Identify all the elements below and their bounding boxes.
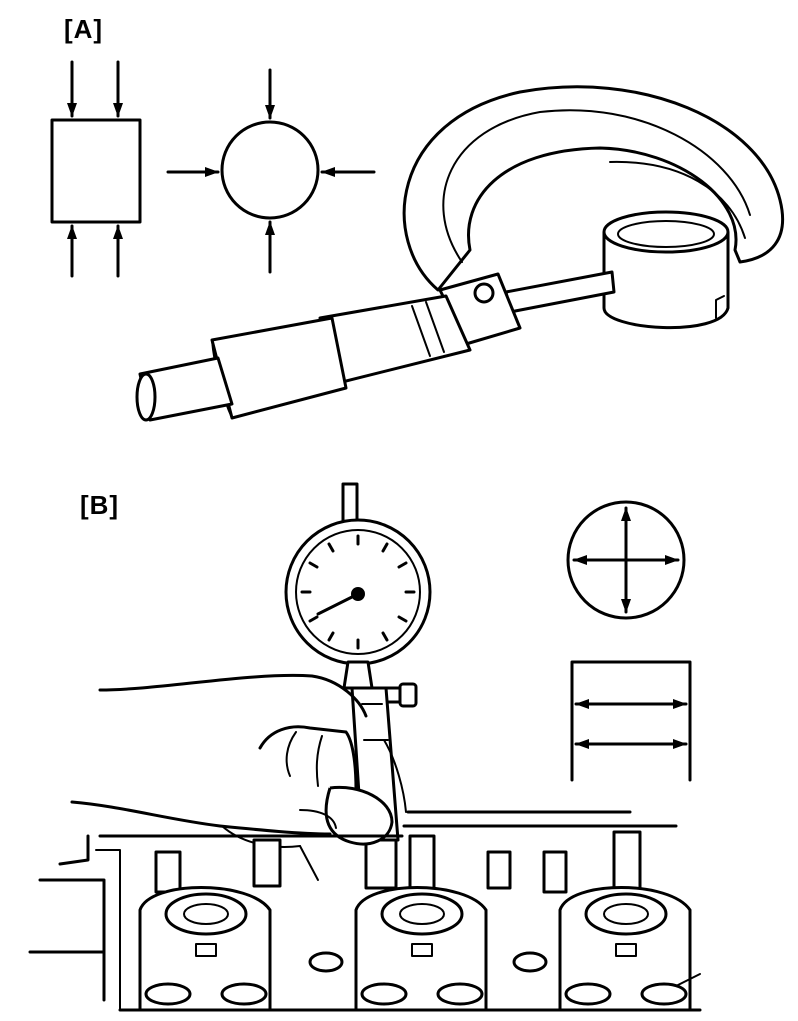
bore-out-of-round-symbol bbox=[566, 500, 686, 620]
cylinder-head-icon bbox=[28, 810, 702, 1012]
cam-tower-1 bbox=[138, 886, 272, 1012]
hand-icon bbox=[70, 673, 394, 881]
panel-a-label: [A] bbox=[64, 14, 104, 44]
taper-measurement-symbol bbox=[50, 60, 142, 278]
outside-micrometer-icon bbox=[135, 85, 785, 422]
panel-b-label: [B] bbox=[80, 490, 120, 520]
cam-tower-2 bbox=[354, 886, 488, 1012]
dial-ticks bbox=[300, 534, 416, 650]
cam-tower-3 bbox=[558, 886, 692, 1012]
out-of-round-measurement-symbol bbox=[166, 68, 376, 274]
bore-taper-symbol bbox=[570, 660, 692, 782]
